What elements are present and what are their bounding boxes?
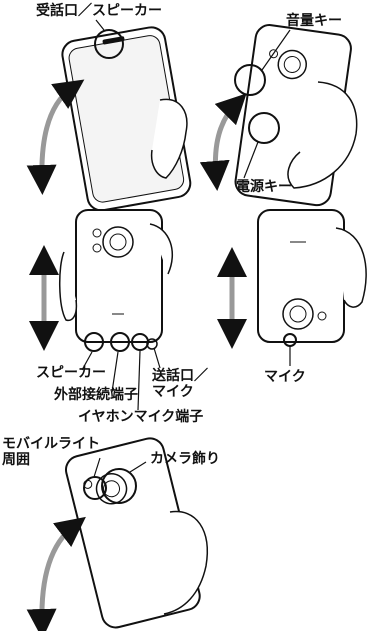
hand-1: [150, 98, 188, 179]
mouthpiece-mic-label: 送話口／ マイク: [152, 368, 208, 400]
receiver-speaker-leader: [95, 19, 105, 31]
hand-2: [287, 81, 358, 189]
mouthpiece-leader: [153, 347, 161, 369]
external-port-callout-circle: [110, 332, 130, 352]
camera-trim-callout-circle: [101, 468, 137, 504]
volume-key-label: 音量キー: [286, 13, 342, 29]
camera-trim-label: カメラ飾り: [150, 451, 220, 467]
mobile-light-label: モバイルライト 周囲: [2, 436, 100, 468]
mobile-light-callout-circle: [83, 476, 107, 500]
speaker-callout-circle: [84, 332, 104, 352]
mic-label: マイク: [264, 369, 306, 385]
hand-4: [335, 227, 367, 308]
mouthpiece-callout-circle: [146, 338, 158, 350]
speaker-label: スピーカー: [36, 365, 106, 381]
receiver-speaker-label: 受話口／スピーカー: [36, 3, 162, 19]
mobile-light-leader: [93, 457, 101, 478]
phone-back-middle-left: [75, 209, 163, 343]
phone-back-middle-right: [257, 209, 345, 343]
power-key-callout-circle: [248, 112, 280, 144]
power-key-label: 電源キー: [236, 179, 292, 195]
hand-3: [58, 251, 78, 322]
rotate-arrow-5: [26, 516, 86, 631]
volume-key-leader: [261, 29, 291, 71]
earphone-port-label: イヤホンマイク端子: [78, 409, 204, 425]
hand-3b: [149, 223, 173, 275]
external-port-leader: [111, 351, 119, 393]
receiver-speaker-callout-circle: [94, 29, 124, 59]
earphone-port-leader: [137, 350, 141, 411]
hand-5: [163, 510, 208, 615]
external-port-label: 外部接続端子: [54, 387, 138, 403]
rotate-arrow-2: [199, 93, 247, 191]
speaker-leader: [81, 351, 93, 371]
volume-key-callout-circle: [234, 64, 266, 96]
rotate-arrow-1: [26, 79, 85, 195]
camera-trim-leader: [129, 461, 147, 473]
